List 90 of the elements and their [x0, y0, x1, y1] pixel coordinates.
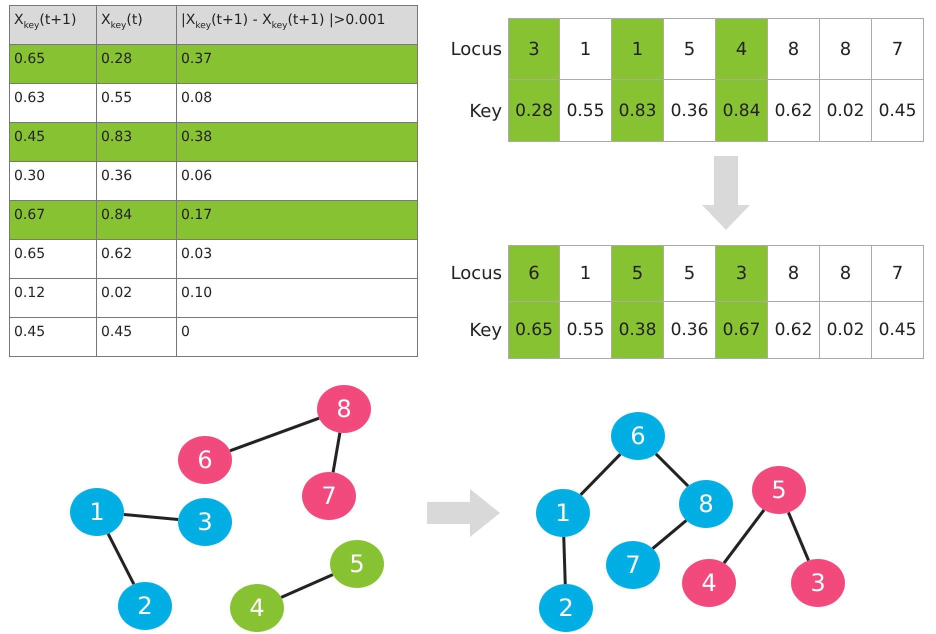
graph-node: 8	[317, 385, 371, 433]
table-cell: 0.65	[10, 45, 97, 84]
table-cell: 0.55	[97, 84, 177, 123]
gene-cell: 1	[560, 18, 612, 80]
gene-cell: 0.62	[768, 302, 820, 359]
graph-node: 2	[539, 584, 593, 632]
table-cell: 0.62	[97, 240, 177, 279]
gene-cell: 8	[820, 245, 872, 302]
row-label: Locus	[450, 38, 503, 60]
graph-node: 7	[606, 541, 660, 589]
gene-cell: 0.62	[768, 80, 820, 142]
gene-cell: 0.36	[664, 302, 716, 359]
gene-cell: 0.02	[820, 302, 872, 359]
graph-node: 1	[70, 488, 124, 536]
table-cell: 0.45	[10, 123, 97, 162]
header-cell: |X$_{key}$(t+1) - X$_{key}$(t+1) |>0.001	[177, 6, 418, 45]
graph-node: 4	[230, 584, 284, 632]
table-cell: 0.30	[10, 162, 97, 201]
edge-line	[106, 533, 136, 585]
table-cell: 0.84	[97, 201, 177, 240]
edge-line	[654, 452, 690, 488]
gene-cell: 0.38	[612, 302, 664, 359]
gene-cell: 8	[768, 245, 820, 302]
table-cell: 0.28	[97, 45, 177, 84]
gene-cell: 8	[820, 18, 872, 80]
edge-line	[580, 453, 622, 496]
gene-cell: 1	[612, 18, 664, 80]
graph-node: 6	[178, 436, 232, 484]
gene-cell: 0.45	[872, 302, 924, 359]
gene-cell: 3	[508, 18, 560, 80]
gene-cell: 0.36	[664, 80, 716, 142]
graph-node: 4	[682, 559, 736, 607]
gene-cell: 5	[612, 245, 664, 302]
table-cell: 0.83	[97, 123, 177, 162]
gene-cell: 0.55	[560, 302, 612, 359]
gene-cell: 7	[872, 245, 924, 302]
row-label: Locus	[450, 263, 503, 284]
gene-cell: 0.28	[508, 80, 560, 142]
graph-node: 7	[302, 472, 356, 520]
gene-cell: 0.45	[872, 80, 924, 142]
edge-line	[562, 536, 567, 584]
row-label: Key	[469, 100, 503, 122]
header-cell: X$_{key}$(t)	[97, 6, 177, 45]
gene-cell: 0.67	[716, 302, 768, 359]
edge-line	[332, 432, 342, 473]
table-cell: 0.65	[10, 240, 97, 279]
table-cell: 0.08	[177, 84, 418, 123]
edge-line	[787, 512, 810, 562]
graph-node: 3	[791, 559, 845, 607]
table-cell: 0.17	[177, 201, 418, 240]
table-cell: 0.38	[177, 123, 418, 162]
gene-cell: 0.84	[716, 80, 768, 142]
table-cell: 0.02	[97, 279, 177, 318]
graph-node: 5	[330, 540, 384, 588]
table-cell: 0.45	[97, 318, 177, 357]
table-cell: 0.63	[10, 84, 97, 123]
gene-cell: 7	[872, 18, 924, 80]
table-cell: 0.36	[97, 162, 177, 201]
table-cell: 0.10	[177, 279, 418, 318]
edge-line	[652, 519, 688, 550]
edge-line	[229, 416, 320, 452]
gene-cell: 5	[664, 18, 716, 80]
gene-cell: 8	[768, 18, 820, 80]
table-cell: 0.37	[177, 45, 418, 84]
graph-node: 8	[679, 480, 733, 528]
gene-cell: 5	[664, 245, 716, 302]
table-cell: 0.12	[10, 279, 97, 318]
graph-node: 1	[536, 489, 590, 537]
gene-cell: 0.02	[820, 80, 872, 142]
table-cell: 0.67	[10, 201, 97, 240]
graph-node: 6	[611, 412, 665, 460]
table-cell: 0.06	[177, 162, 418, 201]
graph-node: 3	[178, 498, 232, 546]
table-cell: 0	[177, 318, 418, 357]
edge-line	[124, 513, 178, 521]
gene-cell: 1	[560, 245, 612, 302]
gene-cell: 3	[716, 245, 768, 302]
row-label: Key	[469, 320, 503, 341]
edge-line	[722, 509, 766, 564]
table-cell: 0.45	[10, 318, 97, 357]
gene-cell: 0.83	[612, 80, 664, 142]
header-cell: X$_{key}$(t+1)	[10, 6, 97, 45]
gene-cell: 0.55	[560, 80, 612, 142]
gene-cell: 4	[716, 18, 768, 80]
gene-cell: 6	[508, 245, 560, 302]
gene-cell: 0.65	[508, 302, 560, 359]
table-cell: 0.03	[177, 240, 418, 279]
graph-node: 2	[118, 582, 172, 630]
graph-node: 5	[752, 466, 806, 514]
edge-line	[280, 573, 334, 599]
